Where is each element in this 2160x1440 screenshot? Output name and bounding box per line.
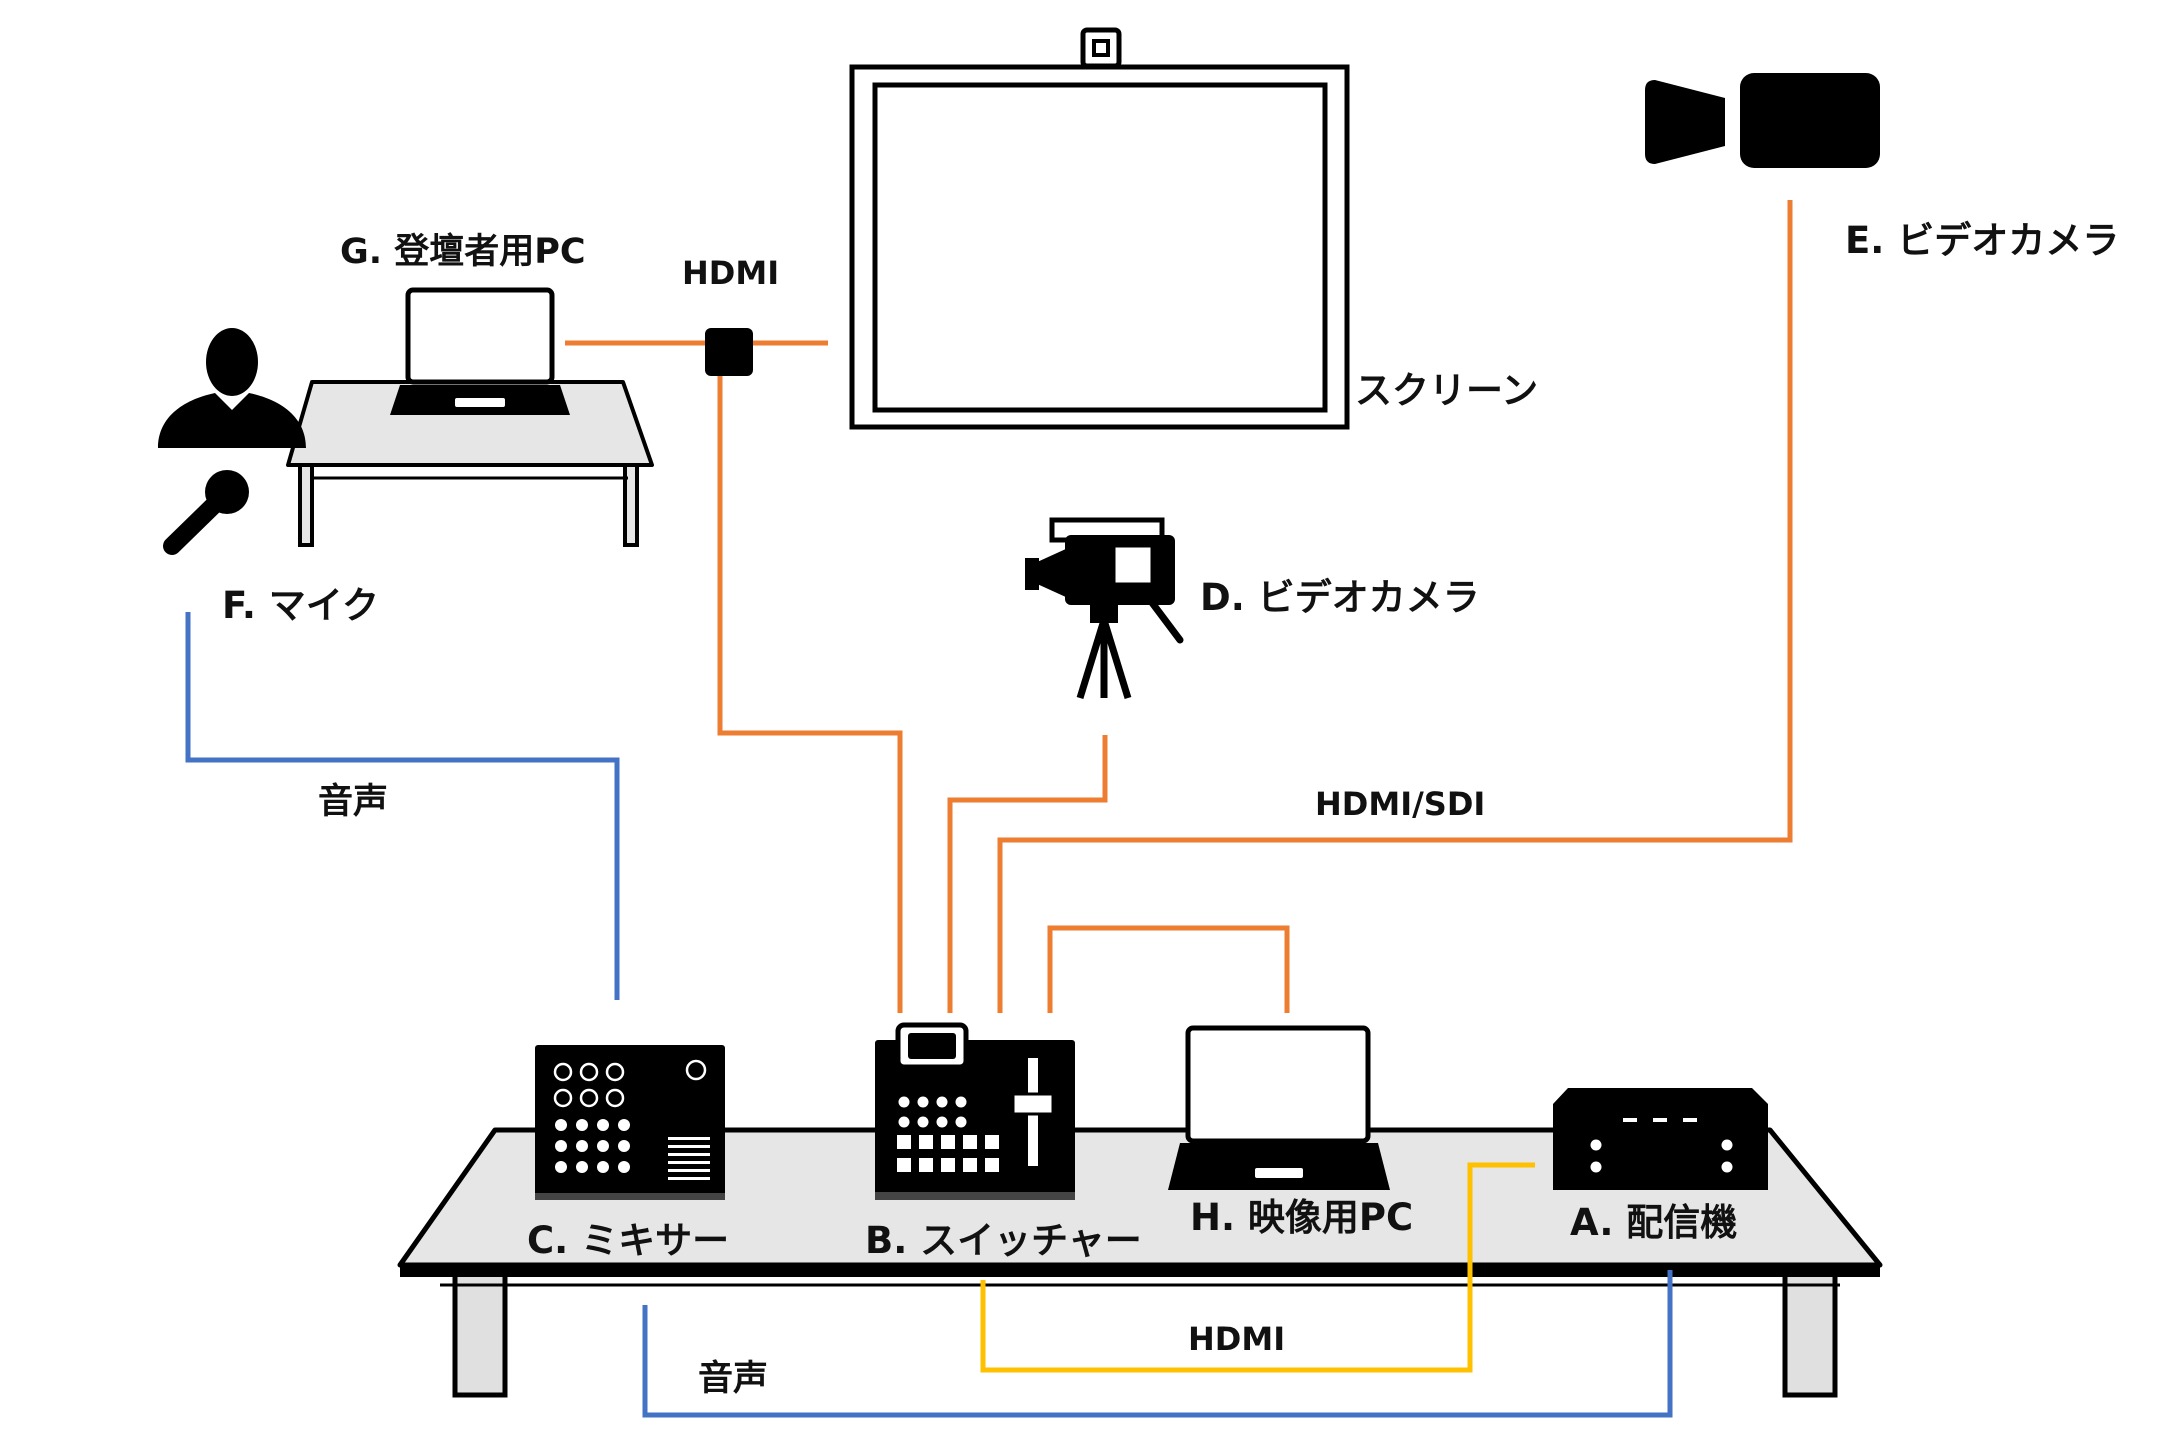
mic-label: F. マイク [222, 584, 379, 627]
mixer-button [555, 1119, 567, 1131]
mixer-meter [668, 1161, 710, 1164]
hdmi-adapter-icon [705, 328, 753, 376]
cable-video-pc-to-switcher [1047, 925, 1290, 1013]
camcorder-tripod-icon [1025, 517, 1184, 700]
mixer-meter [668, 1153, 710, 1156]
mixer-button [597, 1119, 609, 1131]
mixer-button [618, 1119, 630, 1131]
mixer-button [618, 1140, 630, 1152]
mixer-button [597, 1140, 609, 1152]
video-pc-label: H. 映像用PC [1190, 1196, 1413, 1239]
cables [185, 200, 1793, 1418]
mixer-meter [668, 1145, 710, 1148]
mixer-label: C. ミキサー [527, 1219, 729, 1262]
person-icon [158, 328, 306, 448]
hdmi-sdi-label: HDMI/SDI [1315, 785, 1485, 823]
camera-e-label: E. ビデオカメラ [1845, 219, 2119, 262]
audio-mixer-icon [535, 1045, 725, 1200]
hdmi-top-label: HDMI [682, 254, 779, 292]
presenter-pc-label: G. 登壇者用PC [340, 231, 586, 272]
mixer-knob [605, 1062, 625, 1082]
mixer-button [576, 1161, 588, 1173]
mixer-knob [605, 1088, 625, 1108]
cable-adapter-to-switcher [717, 375, 903, 1013]
cable-mixer-to-encoder [642, 1270, 1673, 1418]
switcher-dot [898, 1096, 910, 1108]
switcher-key [963, 1135, 977, 1149]
laptop-icon [1168, 1025, 1390, 1190]
switcher-dot [917, 1096, 929, 1108]
switcher-key [897, 1135, 911, 1149]
switcher-dot [955, 1116, 967, 1128]
mixer-button [576, 1119, 588, 1131]
encoder-label: A. 配信機 [1570, 1201, 1737, 1244]
mixer-button [555, 1161, 567, 1173]
audio-top-label: 音声 [318, 781, 388, 822]
switcher-key [897, 1158, 911, 1172]
screen-label: スクリーン [1355, 369, 1538, 412]
switcher-dot [917, 1116, 929, 1128]
video-camera-icon [1645, 73, 1880, 168]
stream-encoder-icon [1553, 1088, 1768, 1190]
cable-switcher-to-encoder [980, 1162, 1535, 1373]
mixer-button [555, 1140, 567, 1152]
mixer-button [618, 1161, 630, 1173]
switcher-key [985, 1135, 999, 1149]
mixer-meter [668, 1177, 710, 1180]
switcher-key [985, 1158, 999, 1172]
mixer-knob [553, 1088, 573, 1108]
video-switcher-icon [875, 1022, 1075, 1200]
switcher-key [919, 1158, 933, 1172]
cable-mic-to-mixer [185, 612, 620, 1000]
audio-bottom-label: 音声 [698, 1358, 768, 1399]
switcher-dot [936, 1096, 948, 1108]
webcam-icon [1080, 27, 1122, 69]
main-table [397, 1127, 1883, 1398]
switcher-key [941, 1158, 955, 1172]
projection-screen [849, 64, 1350, 430]
switcher-dot [898, 1116, 910, 1128]
switcher-key [941, 1135, 955, 1149]
microphone-icon [163, 470, 249, 555]
switcher-dot [936, 1116, 948, 1128]
mixer-button [576, 1140, 588, 1152]
switcher-label: B. スイッチャー [865, 1219, 1142, 1262]
camera-d-label: D. ビデオカメラ [1200, 576, 1480, 619]
switcher-key [919, 1135, 933, 1149]
mixer-meter [668, 1137, 710, 1140]
cable-camera-d-to-switcher [947, 735, 1108, 1013]
switcher-dot [955, 1096, 967, 1108]
mixer-knob [579, 1088, 599, 1108]
mixer-meter [668, 1169, 710, 1172]
mixer-button [597, 1161, 609, 1173]
hdmi-bottom-label: HDMI [1188, 1320, 1285, 1358]
switcher-key [963, 1158, 977, 1172]
cable-camera-e-to-switcher [997, 200, 1793, 1013]
mixer-knob [553, 1062, 573, 1082]
laptop-icon [390, 287, 570, 415]
mixer-knob [579, 1062, 599, 1082]
